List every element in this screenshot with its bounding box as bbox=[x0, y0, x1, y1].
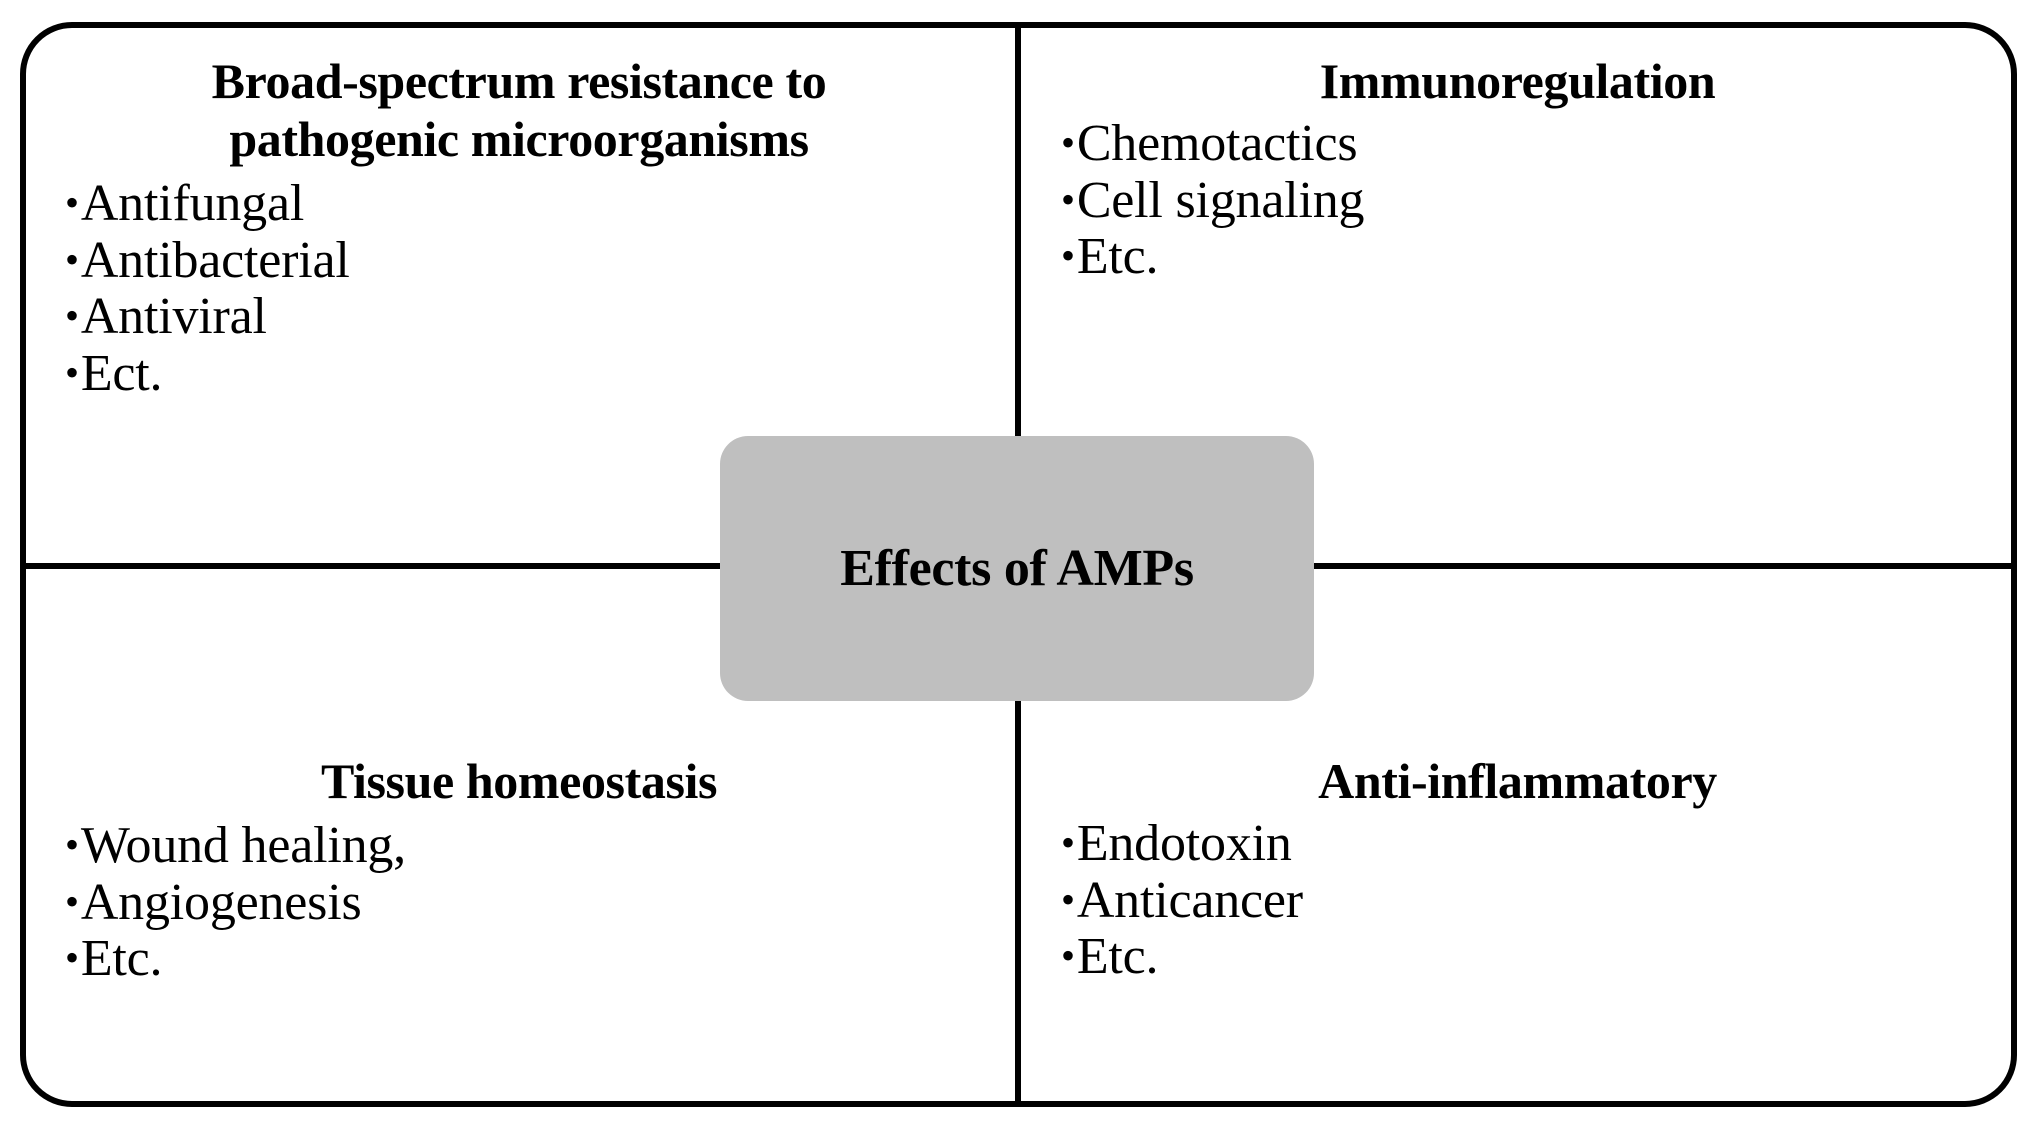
list-item-label: Etc. bbox=[1076, 928, 1159, 986]
bullet-point-icon: • bbox=[65, 236, 79, 282]
bullet-point-icon: • bbox=[65, 878, 79, 924]
bullet-list-immunoregulation: • Chemotactics • Cell signaling • Etc. bbox=[1061, 115, 2014, 286]
bullet-point-icon: • bbox=[1061, 876, 1075, 922]
bullet-list-broad-spectrum-resistance: • Antifungal • Antibacterial • Antiviral… bbox=[65, 175, 1015, 403]
center-node-label: Effects of AMPs bbox=[840, 540, 1194, 597]
list-item: • Etc. bbox=[1061, 229, 2014, 286]
list-item-label: Ect. bbox=[80, 345, 163, 403]
bullet-point-icon: • bbox=[1061, 176, 1075, 222]
list-item-label: Antiviral bbox=[80, 288, 267, 346]
list-item-label: Wound healing, bbox=[80, 817, 406, 874]
quadrant-broad-spectrum-resistance: Broad-spectrum resistance to pathogenic … bbox=[23, 25, 1015, 563]
bullet-point-icon: • bbox=[1061, 933, 1075, 979]
bullet-point-icon: • bbox=[65, 350, 79, 396]
list-item-label: Antifungal bbox=[80, 175, 305, 232]
list-item: • Etc. bbox=[1061, 929, 2014, 986]
list-item-label: Etc. bbox=[80, 930, 163, 988]
quadrant-heading-broad-spectrum-resistance: Broad-spectrum resistance to pathogenic … bbox=[211, 53, 827, 167]
bullet-point-icon: • bbox=[1061, 120, 1075, 165]
bullet-point-icon: • bbox=[65, 293, 79, 339]
list-item: • Antibacterial bbox=[65, 231, 1015, 290]
list-item: • Antifungal bbox=[65, 175, 1015, 233]
list-item-label: Antibacterial bbox=[80, 231, 350, 289]
quadrant-heading-tissue-homeostasis: Tissue homeostasis bbox=[320, 753, 718, 809]
bullet-point-icon: • bbox=[1061, 820, 1075, 865]
list-item: • Antiviral bbox=[65, 289, 1015, 346]
list-item: • Etc. bbox=[65, 931, 1015, 988]
quadrant-anti-inflammatory: Anti-inflammatory • Endotoxin • Anticanc… bbox=[1021, 569, 2014, 1104]
quadrant-heading-anti-inflammatory: Anti-inflammatory bbox=[1318, 753, 1717, 809]
center-node-effects-of-amps: Effects of AMPs bbox=[720, 436, 1314, 701]
list-item-label: Chemotactics bbox=[1076, 115, 1358, 172]
list-item-label: Anticancer bbox=[1076, 871, 1303, 929]
bullet-list-tissue-homeostasis: • Wound healing, • Angiogenesis • Etc. bbox=[65, 817, 1015, 988]
list-item: • Wound healing, bbox=[65, 817, 1015, 875]
list-item-label: Angiogenesis bbox=[80, 873, 362, 931]
list-item-label: Endotoxin bbox=[1076, 815, 1292, 872]
list-item: • Cell signaling bbox=[1061, 171, 2014, 230]
bullet-list-anti-inflammatory: • Endotoxin • Anticancer • Etc. bbox=[1061, 815, 2014, 986]
list-item: • Angiogenesis bbox=[65, 873, 1015, 932]
list-item: • Ect. bbox=[65, 345, 1015, 403]
list-item: • Anticancer bbox=[1061, 871, 2014, 930]
list-item-label: Cell signaling bbox=[1076, 171, 1365, 229]
list-item: • Endotoxin bbox=[1061, 815, 2014, 873]
bullet-point-icon: • bbox=[1061, 233, 1075, 279]
quadrant-tissue-homeostasis: Tissue homeostasis • Wound healing, • An… bbox=[23, 569, 1015, 1104]
quadrant-heading-immunoregulation: Immunoregulation bbox=[1319, 53, 1716, 109]
bullet-point-icon: • bbox=[65, 935, 79, 981]
list-item: • Chemotactics bbox=[1061, 115, 2014, 173]
list-item-label: Etc. bbox=[1076, 228, 1159, 286]
bullet-point-icon: • bbox=[65, 822, 79, 867]
quadrant-immunoregulation: Immunoregulation • Chemotactics • Cell s… bbox=[1021, 25, 2014, 563]
bullet-point-icon: • bbox=[65, 180, 79, 225]
